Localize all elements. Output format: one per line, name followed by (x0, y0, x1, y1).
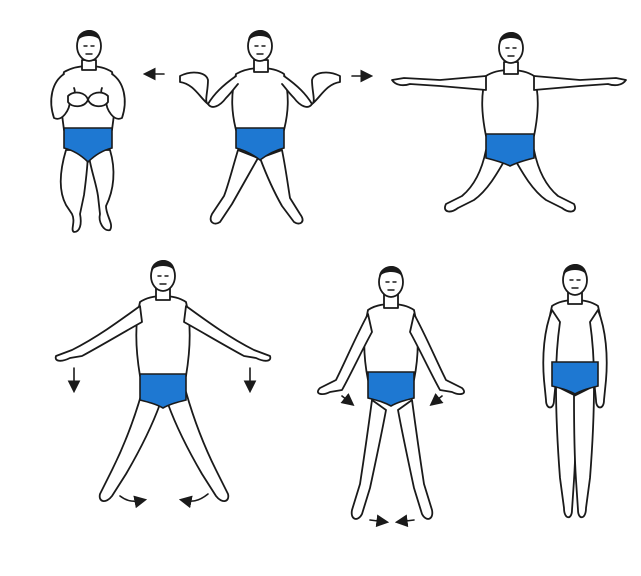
motion-arrow-in-left (342, 396, 352, 404)
motion-arrow-in-right (432, 396, 442, 404)
motion-arrow-foot-right (182, 494, 208, 501)
motion-arrow-feet-left (398, 520, 414, 522)
swim-trunks (368, 372, 414, 406)
figure-step-4 (56, 260, 271, 501)
figure-step-1 (51, 30, 125, 232)
motion-arrow-foot-left (120, 496, 144, 501)
figure-step-3 (392, 32, 626, 212)
figure-step-6 (543, 264, 606, 517)
figure-step-5 (318, 266, 464, 519)
figure-step-2 (180, 30, 340, 224)
motion-arrow-feet-right (370, 520, 386, 522)
